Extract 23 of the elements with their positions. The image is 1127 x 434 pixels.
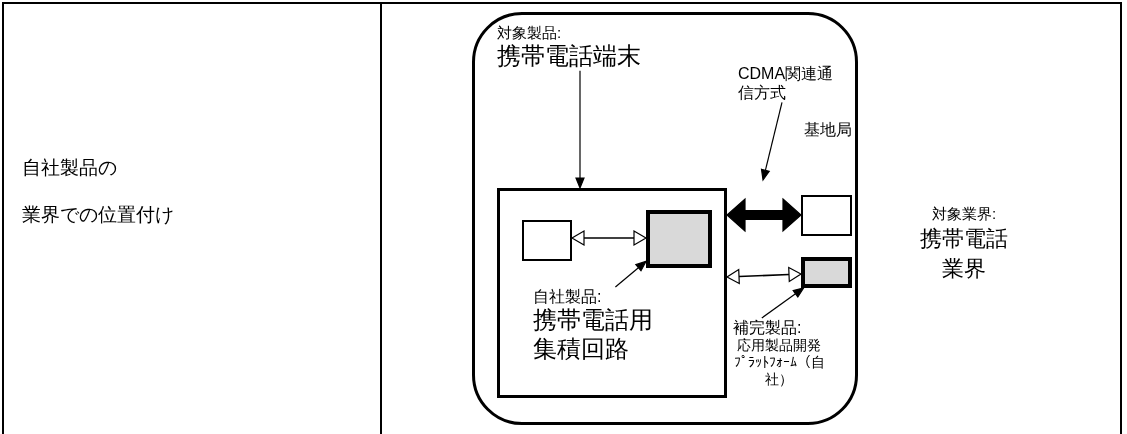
chip-box [646, 210, 712, 268]
leader-line [760, 101, 783, 181]
product-label: 対象製品: [497, 24, 563, 42]
complement-name: 応用製品開発ﾌﾟﾗｯﾄﾌｫｰﾑ（自社） [733, 337, 825, 388]
component-box [522, 220, 572, 261]
platform-box [801, 257, 852, 288]
terminal-box [497, 188, 727, 398]
chip-label: 自社製品: [533, 287, 603, 307]
product-name: 携帯電話端末 [497, 42, 642, 71]
chip-name: 携帯電話用集積回路 [533, 306, 654, 364]
row-header-text: 自社製品の [22, 156, 117, 180]
double-arrow [726, 198, 802, 232]
leader-line [614, 260, 647, 288]
leader-line [761, 287, 805, 319]
double-arrow [571, 230, 647, 246]
complement-label: 補完製品: [733, 318, 803, 338]
row-header-text: 業界での位置付け [22, 203, 174, 227]
leader-line [575, 70, 585, 189]
base-station-label: 基地局 [802, 120, 853, 140]
industry-name: 携帯電話業界 [919, 225, 1009, 283]
method-label: CDMA関連通信方式 [738, 64, 835, 103]
double-arrow [726, 266, 802, 285]
industry-label: 対象業界: [930, 204, 998, 224]
